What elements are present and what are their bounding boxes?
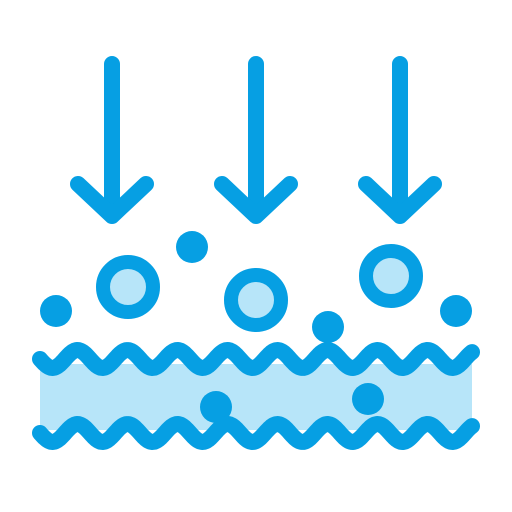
wave-top: [32, 342, 480, 376]
bubble-circle: [224, 268, 288, 332]
wave-bottom: [32, 416, 480, 450]
bubble-circle: [96, 255, 160, 319]
bubble-circle: [359, 244, 423, 308]
down-arrow-icon: [214, 56, 298, 224]
particle-dot: [312, 311, 344, 343]
particle-dot: [440, 295, 472, 327]
particle-dot: [176, 231, 208, 263]
particle-dot: [40, 295, 72, 327]
down-arrow-icon: [358, 56, 442, 224]
particle-dot: [352, 383, 384, 415]
down-arrow-icon: [70, 56, 154, 224]
particle-dot: [200, 391, 232, 423]
